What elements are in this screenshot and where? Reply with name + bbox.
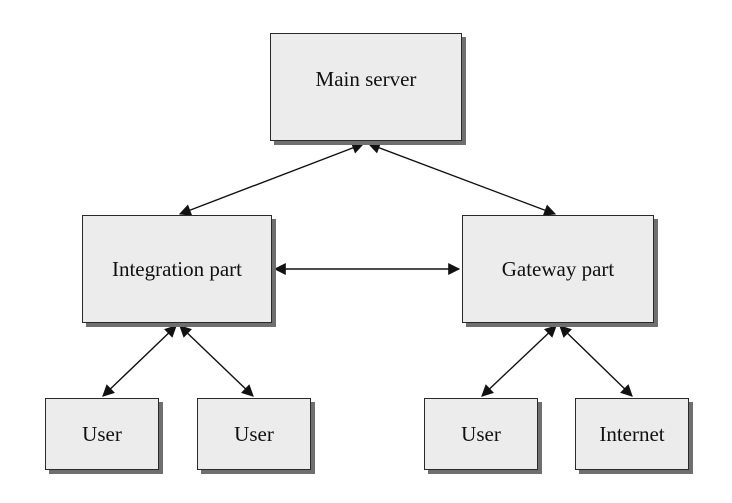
internet-box: Internet — [575, 398, 689, 470]
internet-label: Internet — [599, 421, 665, 446]
integration-part-box: Integration part — [82, 215, 272, 323]
gateway-part-box: Gateway part — [462, 215, 654, 323]
arrow-gateway-internet — [559, 325, 633, 397]
arrow-integration-user1 — [102, 325, 177, 397]
user-box-2: User — [197, 398, 311, 470]
user-label-3: User — [461, 421, 501, 446]
main-server-label: Main server — [315, 66, 417, 91]
user-box-3: User — [424, 398, 538, 470]
arrow-main-integration — [178, 142, 365, 216]
arrow-gateway-user3 — [481, 325, 557, 397]
arrow-main-gateway — [367, 142, 557, 216]
arrow-integration-user2 — [179, 325, 254, 397]
gateway-part-label: Gateway part — [501, 256, 615, 281]
user-box-1: User — [45, 398, 159, 470]
main-server-box: Main server — [270, 33, 462, 141]
user-label-1: User — [82, 421, 122, 446]
user-label-2: User — [234, 421, 274, 446]
integration-part-label: Integration part — [111, 256, 243, 281]
